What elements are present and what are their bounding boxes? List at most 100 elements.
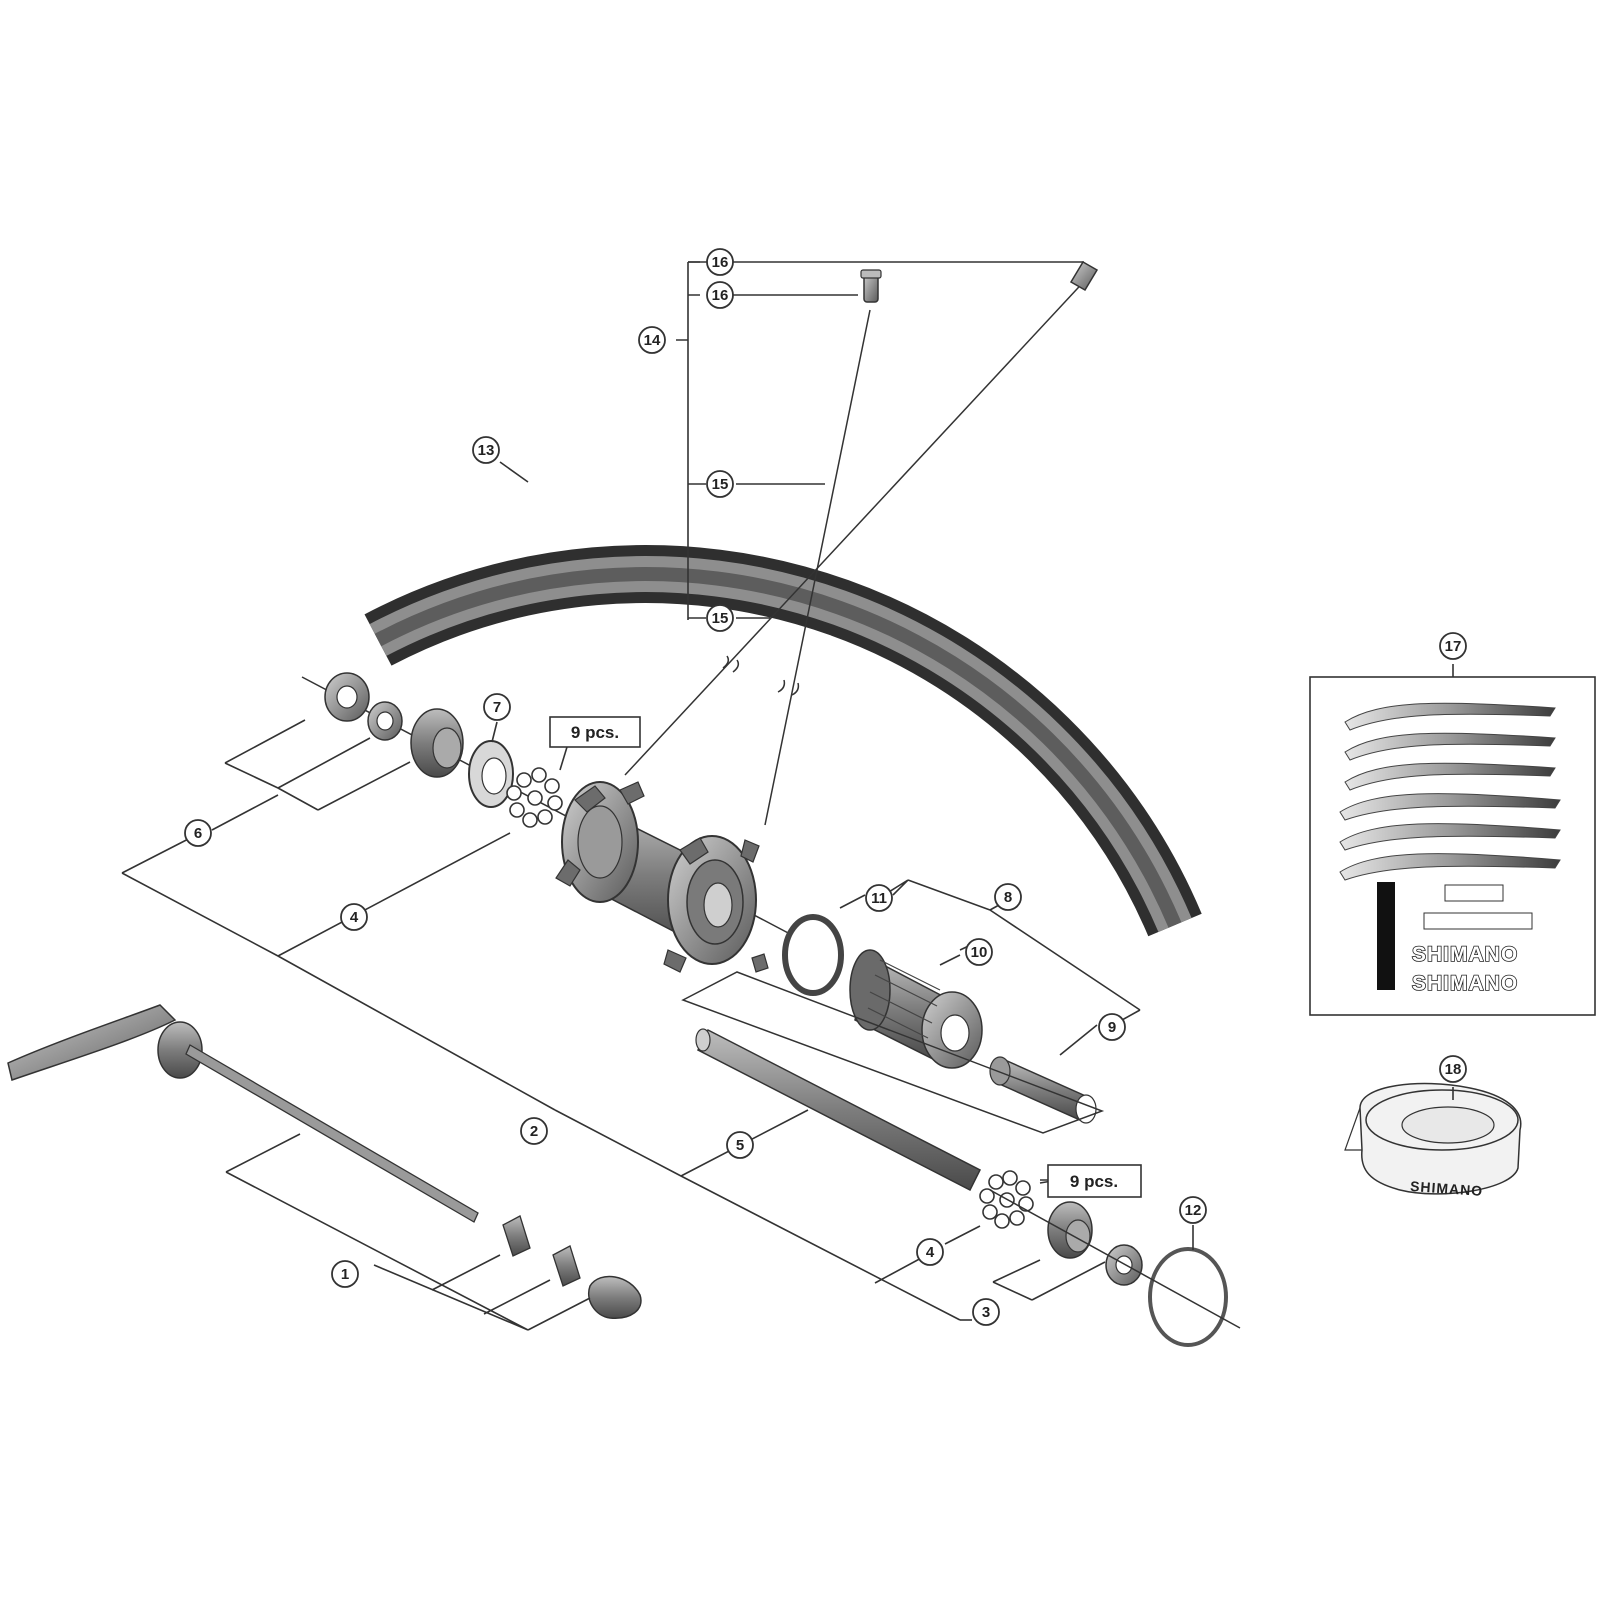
spacer-left: [367, 701, 403, 741]
callout-number: 11: [871, 890, 887, 907]
balls-left-note-text: 9 pcs.: [571, 723, 619, 742]
callout-number: 14: [644, 332, 661, 349]
callout-number: 9: [1108, 1019, 1116, 1036]
callout-number: 12: [1185, 1202, 1202, 1219]
locknut-left: [324, 672, 370, 722]
spoke-front: [624, 274, 1091, 776]
callout-number: 16: [712, 287, 729, 304]
o-ring-11: [782, 914, 844, 996]
callout-c9: 9: [1098, 1013, 1126, 1041]
callout-c17: 17: [1439, 632, 1467, 660]
callout-c18: 18: [1439, 1055, 1467, 1083]
callout-number: 15: [712, 610, 729, 627]
o-ring-12: [1148, 1247, 1228, 1347]
callout-number: 4: [926, 1244, 935, 1261]
callout-c10: 10: [965, 938, 993, 966]
callout-c15a: 15: [706, 470, 734, 498]
callout-number: 7: [493, 699, 501, 716]
callout-circle: [1439, 632, 1467, 660]
callout-number: 18: [1445, 1061, 1462, 1078]
quick-release-skewer: [7, 1004, 479, 1223]
black-strip-decal: [1377, 882, 1395, 990]
shimano-decal-2: SHIMANO: [1412, 972, 1518, 995]
callout-number: 16: [712, 254, 729, 271]
callout-number: 8: [1004, 889, 1012, 906]
callout-c16a: 16: [706, 248, 734, 276]
callout-c7: 7: [483, 693, 511, 721]
warning-label-decal: [1423, 912, 1533, 930]
callout-circle: [1179, 1196, 1207, 1224]
freehub-body: [849, 949, 983, 1069]
callout-circle: [638, 326, 666, 354]
callout-c16b: 16: [706, 281, 734, 309]
callout-c4a: 4: [340, 903, 368, 931]
callout-c5: 5: [726, 1131, 754, 1159]
skewer-nut: [588, 1275, 642, 1319]
callout-c2: 2: [520, 1117, 548, 1145]
callout-circle: [483, 693, 511, 721]
ball-bearings-left: [506, 767, 563, 828]
callout-number: 5: [736, 1137, 744, 1154]
callout-circle: [706, 281, 734, 309]
callout-number: 13: [478, 442, 495, 459]
callout-circle: [994, 883, 1022, 911]
callout-circle: [472, 436, 500, 464]
skewer-spring-2: [552, 1245, 581, 1287]
callout-c15b: 15: [706, 604, 734, 632]
callout-circle: [184, 819, 212, 847]
callout-c4b: 4: [916, 1238, 944, 1266]
rim: [364, 545, 1202, 937]
callout-c13: 13: [472, 436, 500, 464]
rim-tape-logo: SHIMANO: [1410, 1178, 1484, 1199]
callout-c8: 8: [994, 883, 1022, 911]
spoke-nipple-top: [1069, 260, 1099, 292]
cone-right: [1047, 1201, 1093, 1259]
locknut-right: [1105, 1244, 1143, 1286]
callout-number: 17: [1445, 638, 1462, 655]
freehub-bracket-outline: [681, 971, 1105, 1134]
callout-circle: [520, 1117, 548, 1145]
callout-number: 15: [712, 476, 729, 493]
callout-circle: [1439, 1055, 1467, 1083]
cone-left: [410, 708, 464, 778]
callout-c3: 3: [972, 1298, 1000, 1326]
freehub-sleeve: [989, 1056, 1097, 1124]
callout-circle: [865, 884, 893, 912]
decal-sheet: SHIMANO SHIMANO: [1309, 676, 1596, 1016]
dust-cap-left: [468, 740, 514, 808]
balls-right-note: 9 pcs.: [1047, 1164, 1142, 1198]
callout-circle: [726, 1131, 754, 1159]
balls-right-note-text: 9 pcs.: [1070, 1172, 1118, 1191]
balls-left-note: 9 pcs.: [549, 716, 641, 748]
spec-label-decal: [1444, 884, 1504, 902]
axis-right: [989, 1189, 1241, 1329]
callout-c12: 12: [1179, 1196, 1207, 1224]
callout-circle: [1098, 1013, 1126, 1041]
spoke-rear: [764, 309, 871, 826]
callout-circle: [706, 248, 734, 276]
callout-circle: [972, 1298, 1000, 1326]
shimano-decal-1: SHIMANO: [1412, 943, 1518, 966]
callout-number: 6: [194, 825, 202, 842]
leader-lines: [121, 261, 1454, 1331]
callout-circle: [706, 470, 734, 498]
callout-number: 3: [982, 1304, 990, 1321]
hub-axle: [695, 1028, 982, 1192]
callout-c11: 11: [865, 884, 893, 912]
callout-circle: [965, 938, 993, 966]
skewer-spring-1: [502, 1215, 531, 1257]
callout-c6: 6: [184, 819, 212, 847]
callout-circle: [331, 1260, 359, 1288]
callout-number: 10: [971, 944, 988, 961]
callout-number: 2: [530, 1123, 538, 1140]
callout-c14: 14: [638, 326, 666, 354]
callout-number: 4: [350, 909, 359, 926]
rs-decals: [1339, 702, 1561, 881]
callout-number: 1: [341, 1266, 349, 1283]
spoke-nipple-middle: [860, 269, 882, 303]
callout-circle: [340, 903, 368, 931]
callout-circle: [916, 1238, 944, 1266]
hub-body: [555, 781, 769, 973]
